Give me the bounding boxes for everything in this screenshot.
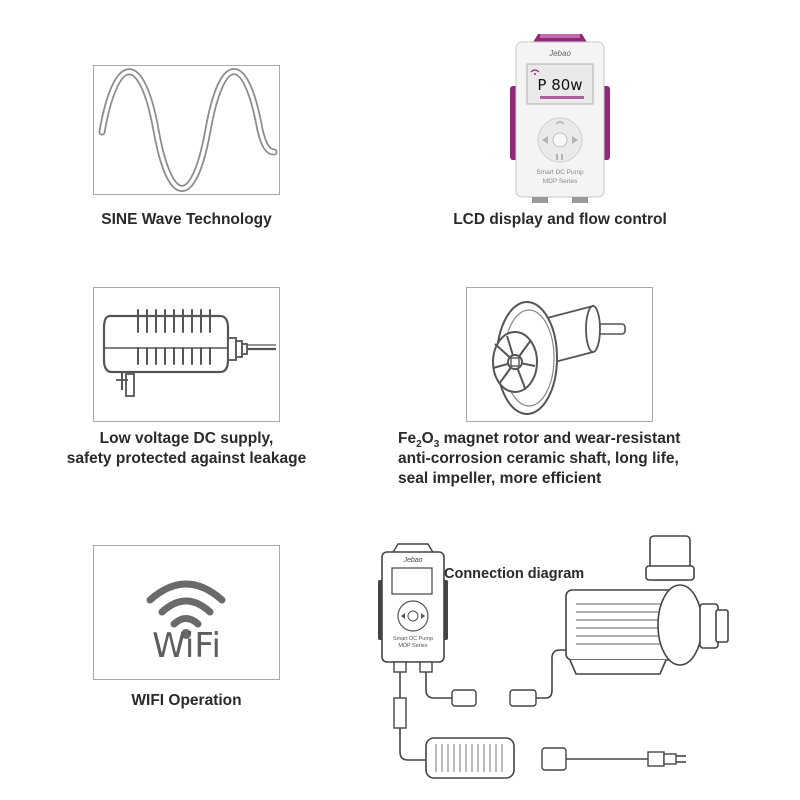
rotor-caption-line2: anti-corrosion ceramic shaft, long life, bbox=[398, 450, 679, 467]
sine-caption: SINE Wave Technology bbox=[101, 211, 272, 228]
sine-wave-panel bbox=[93, 65, 280, 195]
rotor-caption-rest: magnet rotor and wear-resistant bbox=[439, 430, 681, 447]
dc-supply-caption-line2: safety protected against leakage bbox=[66, 450, 307, 467]
rotor-panel bbox=[466, 287, 653, 422]
rotor-icon bbox=[492, 301, 626, 415]
rotor-caption-sub2: 3 bbox=[433, 439, 440, 451]
lcd-screen-value: P 80w bbox=[537, 76, 583, 94]
rotor-caption-o: O bbox=[421, 430, 434, 447]
rotor-caption-line1: Fe2O3 magnet rotor and wear-resistant bbox=[398, 428, 680, 455]
wifi-icon bbox=[146, 580, 226, 639]
lcd-controller-image: Jebao P 80w Smart DC Pump MDP Series bbox=[510, 30, 610, 205]
lcd-model-line2: MDP Series bbox=[542, 178, 578, 185]
connection-model-line2: MDP Series bbox=[398, 643, 428, 649]
rotor-caption-line3: seal impeller, more efficient bbox=[398, 470, 602, 487]
dc-supply-caption-line1: Low voltage DC supply, bbox=[99, 430, 274, 447]
rotor-caption-fe: Fe bbox=[398, 430, 417, 447]
dc-supply-panel bbox=[93, 287, 280, 422]
rotor-caption-sub1: 2 bbox=[416, 439, 422, 451]
lcd-caption: LCD display and flow control bbox=[453, 211, 667, 228]
connection-model-line1: Smart DC Pump bbox=[392, 636, 434, 642]
connection-brand: Jebao bbox=[403, 557, 423, 564]
lcd-brand: Jebao bbox=[549, 49, 571, 58]
sine-wave-icon bbox=[98, 68, 278, 192]
wifi-label: WiFi bbox=[152, 626, 221, 666]
connection-diagram: Jebao Smart DC Pump MDP Series bbox=[370, 530, 750, 790]
wifi-caption: WIFI Operation bbox=[131, 692, 242, 709]
connection-caption: Connection diagram bbox=[444, 566, 585, 582]
wifi-panel: WiFi bbox=[93, 545, 280, 680]
power-adapter-icon bbox=[102, 309, 276, 397]
lcd-model-line1: Smart DC Pump bbox=[536, 169, 584, 176]
